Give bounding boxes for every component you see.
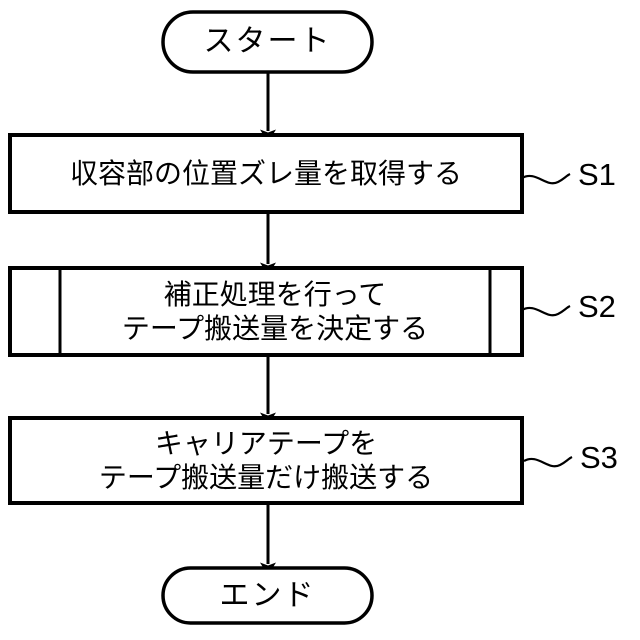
node-s3-label-line2: テープ搬送量だけ搬送する — [98, 460, 434, 494]
node-s2-label: 補正処理を行って テープ搬送量を決定する — [60, 268, 490, 355]
leader-line-s1 — [521, 173, 571, 185]
node-end-label: エンド — [163, 568, 372, 623]
step-label-s3: S3 — [580, 440, 618, 475]
node-s1-label-line1: 収容部の位置ズレ量を取得する — [69, 156, 462, 190]
node-s2-shape — [8, 266, 524, 357]
node-s1-shape — [8, 133, 524, 214]
node-s2-label-line1: 補正処理を行って — [163, 278, 387, 312]
node-s3-label-line1: キャリアテープを — [154, 427, 378, 461]
step-label-s2: S2 — [578, 289, 616, 324]
node-s1-label: 収容部の位置ズレ量を取得する — [10, 135, 522, 212]
step-label-s1: S1 — [578, 157, 616, 192]
node-s2-label-line2: テープ搬送量を決定する — [121, 311, 429, 345]
node-start-label: スタート — [163, 12, 372, 72]
leader-line-s3 — [523, 456, 573, 468]
leader-line-s2 — [521, 305, 571, 317]
node-end-shape — [161, 566, 374, 625]
node-start-label-text: スタート — [203, 24, 332, 60]
node-end-label-text: エンド — [219, 577, 316, 613]
node-s3-label: キャリアテープを テープ搬送量だけ搬送する — [10, 418, 522, 503]
node-s3-shape — [8, 416, 524, 505]
